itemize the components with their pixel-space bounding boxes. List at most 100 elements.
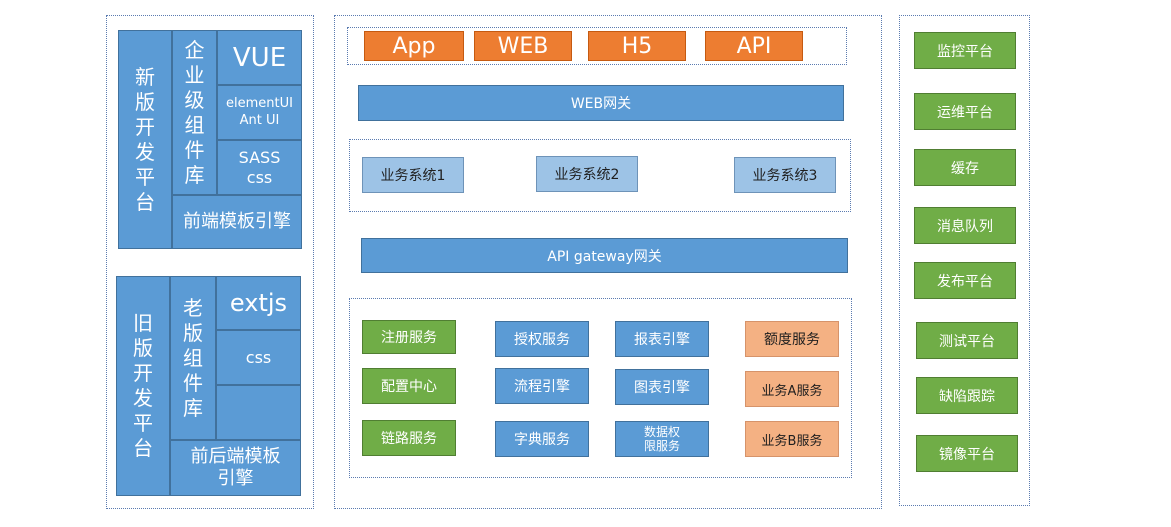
enterprise-component-library-char: 件 (184, 137, 205, 162)
platform-image-registry-label: 镜像平台 (939, 446, 995, 463)
sass-label: SASS (238, 147, 281, 167)
service-tracing-label: 链路服务 (381, 431, 437, 447)
antui-label: Ant UI (239, 112, 280, 128)
platform-cache: 缓存 (914, 149, 1016, 186)
enterprise-component-library-char: 业 (184, 62, 205, 87)
new-platform-title-char: 发 (135, 139, 155, 164)
service-report-engine: 报表引擎 (615, 321, 709, 357)
old-css-label: css (245, 348, 272, 367)
service-business-a: 业务A服务 (745, 371, 839, 407)
platform-monitoring-label: 监控平台 (937, 43, 993, 60)
platform-message-queue-label: 消息队列 (937, 218, 993, 235)
right-panel-frame (899, 15, 1030, 506)
service-chart-engine-label: 图表引擎 (634, 380, 690, 396)
service-register-label: 注册服务 (381, 330, 437, 346)
web-gateway: WEB网关 (358, 85, 844, 121)
platform-release-label: 发布平台 (937, 273, 993, 290)
enterprise-component-library-char: 企 (184, 37, 205, 62)
service-workflow-engine: 流程引擎 (495, 368, 589, 404)
client-h5-label: H5 (621, 33, 653, 59)
client-api-label: API (736, 33, 772, 59)
client-api: API (705, 31, 803, 61)
service-auth-label: 授权服务 (514, 332, 570, 348)
service-business-b-label: 业务B服务 (761, 433, 823, 449)
client-app: App (364, 31, 464, 61)
business-systems-frame (349, 139, 851, 212)
platform-testing: 测试平台 (916, 322, 1018, 359)
business-system-1: 业务系统1 (362, 157, 464, 193)
old-platform-title-char: 开 (133, 361, 153, 385)
business-system-2: 业务系统2 (536, 156, 638, 192)
left-panel-frame (106, 15, 314, 509)
web-gateway-label: WEB网关 (570, 96, 632, 112)
service-chart-engine: 图表引擎 (615, 369, 709, 405)
legacy-component-library-char: 老 (183, 295, 203, 320)
clients-frame (347, 27, 847, 65)
platform-testing-label: 测试平台 (939, 333, 995, 350)
frontend-template-engine: 前端模板引擎 (172, 195, 302, 249)
platform-image-registry: 镜像平台 (916, 435, 1018, 472)
legacy-component-library-char: 版 (183, 320, 203, 345)
new-platform-title-char: 台 (135, 189, 155, 214)
business-system-2-label: 业务系统2 (554, 167, 620, 183)
ui-library-box: elementUI Ant UI (217, 85, 302, 140)
sass-css-box: SASS css (217, 140, 302, 195)
fullstack-template-engine-label: 前后端模板引擎 (190, 446, 281, 489)
service-auth: 授权服务 (495, 321, 589, 357)
old-platform-title-char: 旧 (133, 311, 153, 335)
new-platform-title-char: 版 (135, 89, 155, 114)
extjs-box: extjs (216, 276, 301, 330)
enterprise-component-library-char: 组 (184, 112, 205, 137)
client-web: WEB (474, 31, 572, 61)
service-register: 注册服务 (362, 320, 456, 354)
business-system-1-label: 业务系统1 (380, 168, 446, 184)
vue-label: VUE (232, 42, 287, 73)
enterprise-component-library: 企业级组件库 (172, 30, 217, 195)
service-data-permission: 数据权限服务 (615, 421, 709, 457)
legacy-component-library: 老版组件库 (170, 276, 216, 440)
platform-cache-label: 缓存 (951, 160, 979, 177)
old-platform-title-char: 台 (133, 436, 153, 460)
client-app-label: App (392, 33, 436, 59)
old-platform-title-char: 版 (133, 336, 153, 360)
new-platform-title: 新版开发平台 (118, 30, 172, 249)
enterprise-component-library-char: 库 (184, 162, 205, 187)
service-business-b: 业务B服务 (745, 421, 839, 457)
service-report-engine-label: 报表引擎 (634, 332, 690, 348)
enterprise-component-library-char: 级 (184, 87, 205, 112)
service-quota: 额度服务 (745, 321, 839, 357)
service-business-a-label: 业务A服务 (761, 383, 823, 399)
legacy-component-library-char: 件 (183, 370, 203, 395)
service-dictionary: 字典服务 (495, 421, 589, 457)
platform-monitoring: 监控平台 (914, 32, 1016, 69)
service-dictionary-label: 字典服务 (514, 432, 570, 448)
extjs-label: extjs (229, 289, 288, 317)
elementui-label: elementUI (226, 96, 293, 112)
api-gateway: API gateway网关 (361, 238, 848, 273)
platform-ops: 运维平台 (914, 93, 1016, 130)
legacy-component-library-char: 库 (183, 395, 203, 420)
service-quota-label: 额度服务 (764, 332, 820, 348)
business-system-3: 业务系统3 (734, 157, 836, 193)
service-tracing: 链路服务 (362, 420, 456, 456)
platform-ops-label: 运维平台 (937, 104, 993, 121)
css-label: css (246, 167, 273, 187)
old-css-box: css (216, 330, 301, 385)
middle-panel-frame (334, 15, 882, 509)
business-system-3-label: 业务系统3 (752, 168, 818, 184)
old-empty-box (216, 385, 301, 440)
legacy-component-library-char: 组 (183, 345, 203, 370)
client-h5: H5 (588, 31, 686, 61)
services-frame (349, 298, 852, 478)
service-config-center-label: 配置中心 (381, 379, 437, 395)
new-platform-title-char: 新 (135, 64, 155, 89)
platform-release: 发布平台 (914, 262, 1016, 299)
old-platform-title-char: 发 (133, 386, 153, 410)
new-platform-title-char: 开 (135, 114, 155, 139)
new-platform-title-char: 平 (135, 164, 155, 189)
fullstack-template-engine: 前后端模板引擎 (170, 440, 301, 496)
old-platform-title-char: 平 (133, 411, 153, 435)
platform-defect-tracking: 缺陷跟踪 (916, 377, 1018, 414)
client-web-label: WEB (497, 33, 549, 59)
old-platform-title: 旧版开发平台 (116, 276, 170, 496)
